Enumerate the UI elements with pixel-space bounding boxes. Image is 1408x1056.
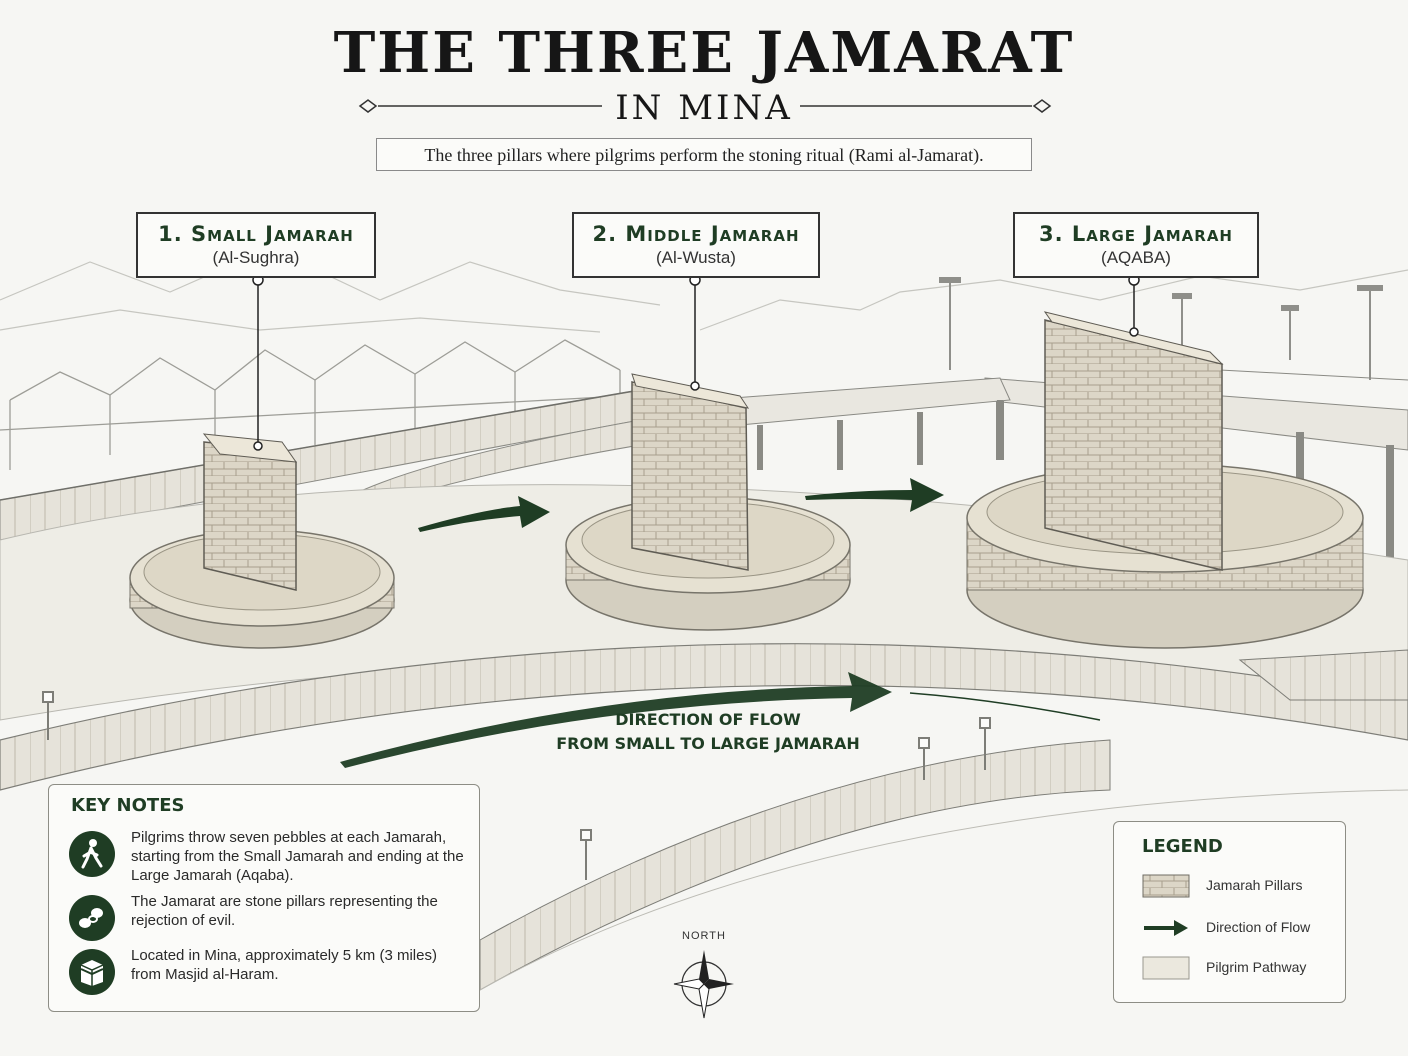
key-notes-panel: KEY NOTES Pilgrims throw seven pebbles a…	[48, 784, 480, 1012]
pebbles-icon	[69, 895, 115, 941]
flow-arrows	[340, 478, 1101, 768]
small-jamarah-pillar	[129, 433, 395, 649]
lower-ramp	[479, 739, 1408, 991]
title-ornament	[358, 99, 1052, 113]
legend-item-pathway: Pilgrim Pathway	[1142, 956, 1342, 980]
legend-title: LEGEND	[1142, 836, 1223, 857]
legend-label: Pilgrim Pathway	[1206, 959, 1307, 975]
key-note-text: Located in Mina, approximately 5 km (3 m…	[131, 947, 437, 983]
lamp-posts	[42, 691, 991, 880]
light-poles	[939, 277, 1383, 380]
key-note-text: Pilgrims throw seven pebbles at each Jam…	[131, 829, 464, 884]
legend-label: Jamarah Pillars	[1206, 877, 1303, 893]
label-small-jamarah: 1. Small Jamarah (Al-Sughra)	[136, 212, 376, 278]
legend-item-flow: Direction of Flow	[1142, 916, 1342, 940]
flow-caption-line2: FROM SMALL TO LARGE JAMARAH	[556, 734, 860, 753]
key-note-text: The Jamarat are stone pillars representi…	[131, 893, 438, 929]
legend-item-pillars: Jamarah Pillars	[1142, 874, 1342, 898]
front-fence	[0, 643, 1408, 791]
label-title: 2. Middle Jamarah	[592, 222, 800, 246]
page-subtitle: IN MINA	[615, 88, 793, 128]
key-notes-title: KEY NOTES	[71, 795, 185, 816]
description-box: The three pillars where pilgrims perform…	[376, 138, 1032, 171]
kaaba-icon	[69, 949, 115, 995]
page-title: THE THREE JAMARAT	[333, 20, 1075, 86]
compass-label: NORTH	[682, 930, 726, 942]
tent-canopy	[0, 339, 641, 470]
compass-rose	[673, 950, 734, 1019]
label-middle-jamarah: 2. Middle Jamarah (Al-Wusta)	[572, 212, 820, 278]
flow-caption: DIRECTION OF FLOW FROM SMALL TO LARGE JA…	[530, 708, 886, 756]
flow-caption-line1: DIRECTION OF FLOW	[615, 710, 801, 729]
label-title: 1. Small Jamarah	[158, 222, 354, 246]
legend-panel: LEGEND Jamarah Pillars Direction of Flow…	[1113, 821, 1346, 1003]
label-large-jamarah: 3. Large Jamarah (AQABA)	[1013, 212, 1259, 278]
stone-swatch-icon	[1142, 874, 1190, 898]
label-subtitle: (AQABA)	[1101, 248, 1171, 267]
large-jamarah-pillar	[966, 311, 1364, 649]
label-subtitle: (Al-Sughra)	[212, 248, 300, 267]
walking-pilgrim-icon	[69, 831, 115, 877]
legend-label: Direction of Flow	[1206, 919, 1311, 935]
middle-jamarah-pillar	[565, 373, 851, 631]
label-subtitle: (Al-Wusta)	[656, 248, 736, 267]
flow-arrow-icon	[1144, 920, 1188, 936]
label-title: 3. Large Jamarah	[1039, 222, 1233, 246]
pathway-swatch-icon	[1142, 956, 1190, 980]
